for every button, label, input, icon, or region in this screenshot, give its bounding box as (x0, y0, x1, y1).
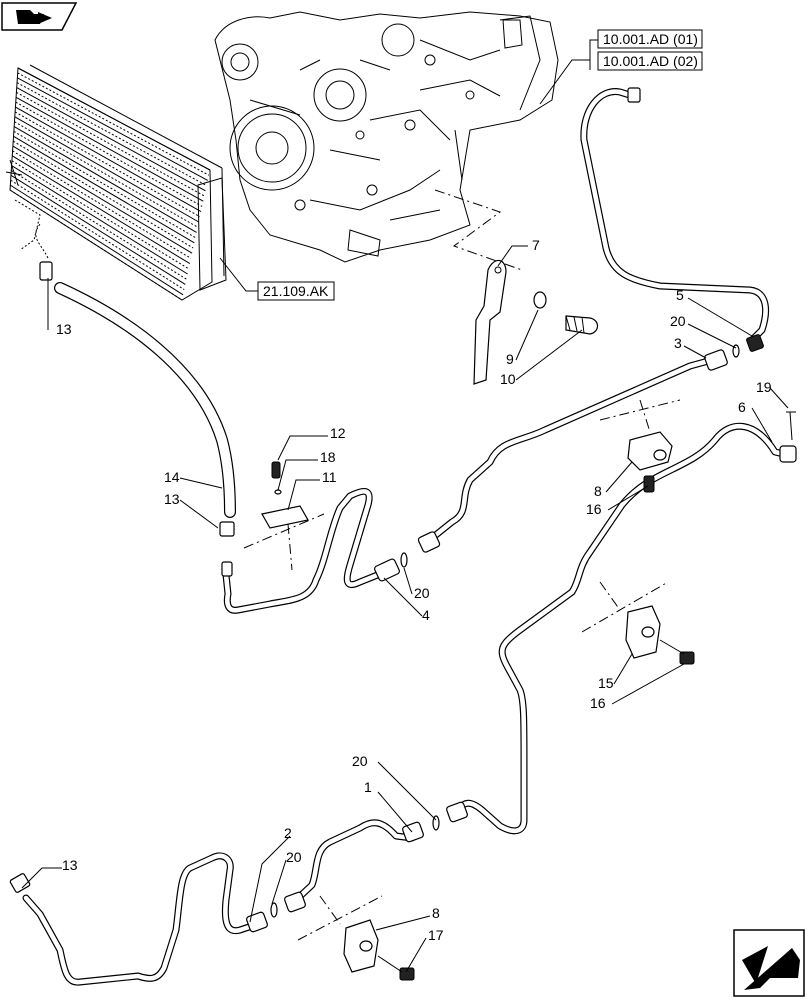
callout-10: 10 (500, 371, 516, 387)
book-arrow-icon[interactable] (1, 2, 78, 31)
navigation-arrow-icon[interactable] (733, 929, 805, 997)
callout-14: 14 (164, 469, 180, 485)
callout-16a: 16 (586, 501, 602, 517)
radiator-fin (10, 174, 186, 285)
callout-5: 5 (676, 287, 684, 303)
callout-19: 19 (756, 379, 772, 395)
radiator-fin (10, 184, 184, 296)
radiator-fin (13, 135, 195, 244)
radiator-fin (12, 150, 192, 259)
callout-labels: 7 9 10 5 20 3 19 6 12 18 11 14 13 13 8 1… (56, 237, 772, 943)
reference-radiator[interactable]: 21.109.AK (219, 257, 335, 301)
oil-cooler-radiator (5, 64, 227, 301)
radiator-fin (12, 145, 193, 254)
callout-13a: 13 (56, 321, 72, 337)
radiator-fin (16, 87, 206, 192)
clamp-left (243, 461, 325, 571)
callout-7: 7 (532, 237, 540, 253)
radiator-fin (17, 67, 211, 171)
clamp-lower (297, 895, 415, 981)
reference-radiator-label: 21.109.AK (263, 283, 329, 299)
clamp-upper (599, 399, 681, 493)
callout-11: 11 (322, 469, 337, 485)
callout-6: 6 (738, 399, 746, 415)
radiator-fin (13, 131, 196, 239)
radiator-fin (14, 116, 200, 223)
radiator-fin (17, 77, 208, 181)
callout-2: 2 (284, 825, 292, 841)
callout-16b: 16 (590, 695, 606, 711)
callout-8b: 8 (432, 905, 440, 921)
radiator-fin (12, 140, 194, 249)
callout-20a: 20 (670, 313, 686, 329)
callout-18: 18 (320, 449, 336, 465)
radiator-fin (17, 72, 210, 176)
mounting-bracket (473, 259, 599, 385)
callout-3: 3 (674, 335, 682, 351)
callout-20d: 20 (286, 849, 302, 865)
radiator-fin (14, 111, 201, 218)
leader-lines (21, 245, 789, 973)
callout-12: 12 (330, 425, 346, 441)
clamp-middle (581, 581, 695, 665)
radiator-fin (15, 96, 204, 202)
callout-15: 15 (598, 675, 614, 691)
radiator-fin (15, 101, 203, 207)
callout-13c: 13 (62, 857, 78, 873)
radiator-fin (13, 126, 197, 233)
radiator-fin (11, 160, 189, 270)
reference-engine-1-label: 10.001.AD (01) (603, 31, 698, 47)
callout-9: 9 (506, 351, 514, 367)
callout-20c: 20 (352, 753, 368, 769)
radiator-fin (14, 121, 198, 228)
callout-1: 1 (364, 779, 372, 795)
pipe-fittings (9, 261, 797, 933)
callout-4: 4 (422, 607, 430, 623)
callout-17: 17 (428, 927, 444, 943)
callout-13b: 13 (164, 491, 180, 507)
callout-8a: 8 (594, 483, 602, 499)
reference-engine-2-label: 10.001.AD (02) (603, 53, 698, 69)
radiator-fin (15, 106, 202, 213)
reference-engine[interactable]: 10.001.AD (01) 10.001.AD (02) (539, 29, 703, 105)
engine-illustration (214, 11, 559, 263)
callout-20b: 20 (414, 585, 430, 601)
radiator-fin (11, 165, 188, 275)
radiator-fin (11, 155, 191, 265)
